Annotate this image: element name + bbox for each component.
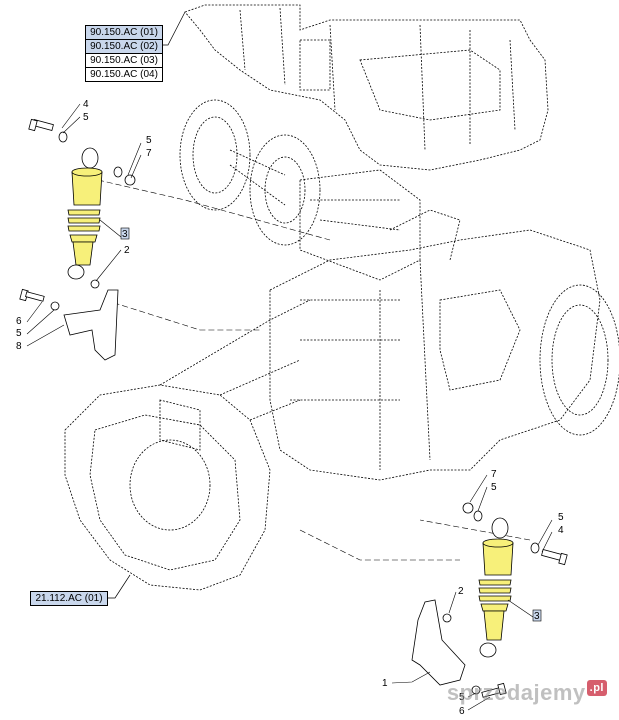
upper-nut (113, 166, 136, 186)
lower-callout-1: 1 (382, 678, 388, 689)
lower-shock-absorber (478, 517, 514, 658)
lower-nut (462, 502, 483, 522)
lower-shock-assembly: 7 5 5 4 3 2 1 5 6 (382, 469, 568, 717)
lower-callout-5-right: 5 (558, 512, 564, 523)
lower-bracket (411, 599, 466, 686)
upper-callout-4: 4 (83, 99, 89, 110)
transmission-drawing (269, 209, 619, 481)
rear-axle-drawing (179, 99, 421, 281)
upper-bushing (90, 279, 100, 289)
reference-link-90-150-ac-01[interactable]: 90.150.AC (01) (85, 25, 163, 40)
reference-leaders (107, 11, 186, 599)
reference-link-90-150-ac-02[interactable]: 90.150.AC (02) (85, 39, 163, 54)
reference-link-21-112-ac-01[interactable]: 21.112.AC (01) (30, 591, 108, 606)
upper-callout-5b: 5 (16, 328, 22, 339)
cab-frame-drawing (184, 4, 549, 171)
lower-screw (471, 682, 507, 698)
lower-callout-2: 2 (458, 586, 464, 597)
alignment-lines (97, 179, 531, 561)
lower-callout-6: 6 (459, 706, 465, 717)
upper-bolt (28, 118, 68, 143)
lower-callout-3: 3 (534, 611, 540, 622)
upper-shock-absorber (67, 147, 103, 280)
lower-callout-5: 5 (491, 482, 497, 493)
reference-link-90-150-ac-04[interactable]: 90.150.AC (04) (85, 67, 163, 82)
upper-callout-5-right: 5 (146, 135, 152, 146)
upper-screw (19, 288, 60, 311)
upper-callout-5: 5 (83, 112, 89, 123)
upper-callout-7: 7 (146, 148, 152, 159)
upper-shock-assembly: 4 5 5 7 3 2 6 5 8 (16, 99, 152, 361)
upper-callout-8: 8 (16, 341, 22, 352)
lower-callout-7: 7 (491, 469, 497, 480)
watermark-tld: .pl (586, 680, 607, 696)
lower-callout-4: 4 (558, 525, 564, 536)
lower-bolt (530, 542, 568, 566)
watermark: sprzedajemy.pl (447, 680, 607, 706)
upper-bracket (63, 289, 119, 361)
clutch-housing-drawing (64, 299, 311, 591)
lower-bushing (442, 613, 452, 623)
upper-callout-6: 6 (16, 316, 22, 327)
reference-link-90-150-ac-03[interactable]: 90.150.AC (03) (85, 53, 163, 68)
upper-callout-2: 2 (124, 245, 130, 256)
watermark-text: sprzedajemy (446, 680, 586, 705)
upper-callout-3: 3 (122, 229, 128, 240)
lower-callout-5b: 5 (459, 692, 465, 703)
